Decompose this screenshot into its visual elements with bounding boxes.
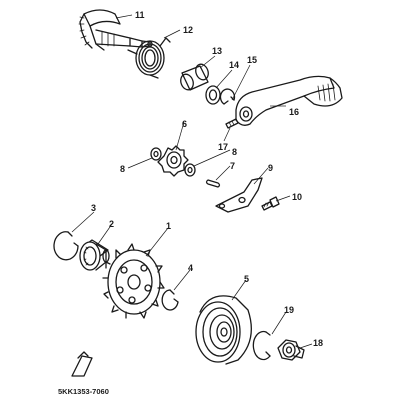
part-5-drum bbox=[195, 295, 252, 365]
part-14-washer bbox=[205, 85, 221, 105]
part-18-nut bbox=[277, 339, 305, 361]
part-9-clip-plate bbox=[215, 177, 263, 213]
callout-leaders bbox=[71, 14, 313, 349]
label-part-1: 1 bbox=[166, 221, 171, 231]
label-part-2: 2 bbox=[109, 219, 114, 229]
part-16-kick-lever bbox=[235, 75, 343, 126]
label-part-15: 15 bbox=[247, 55, 257, 65]
label-part-8-right: 8 bbox=[232, 147, 237, 157]
part-8-washer-left bbox=[150, 147, 162, 161]
label-part-13: 13 bbox=[212, 46, 222, 56]
part-2-bearing bbox=[79, 239, 110, 271]
label-part-5: 5 bbox=[244, 274, 249, 284]
label-part-6: 6 bbox=[182, 119, 187, 129]
part-6-idle-gear bbox=[157, 145, 189, 177]
callout-labels: 11 12 13 14 15 16 17 6 8 8 7 9 10 3 2 1 … bbox=[91, 10, 323, 348]
label-part-4: 4 bbox=[188, 263, 193, 273]
part-13-bushing bbox=[180, 63, 209, 91]
label-part-17: 17 bbox=[218, 142, 228, 152]
label-part-18: 18 bbox=[313, 338, 323, 348]
label-part-19: 19 bbox=[284, 305, 294, 315]
label-part-3: 3 bbox=[91, 203, 96, 213]
part-3-circlip bbox=[53, 231, 79, 261]
label-part-16: 16 bbox=[289, 107, 299, 117]
part-10-screw bbox=[261, 196, 280, 211]
part-15-circlip bbox=[219, 88, 236, 105]
drawing-code: 5KK1353-7060 bbox=[58, 387, 109, 396]
part-12-torsion-spring bbox=[127, 37, 171, 79]
label-part-10: 10 bbox=[292, 192, 302, 202]
label-part-8-left: 8 bbox=[120, 164, 125, 174]
label-part-12: 12 bbox=[183, 25, 193, 35]
label-part-9: 9 bbox=[268, 163, 273, 173]
part-1-sprocket bbox=[102, 243, 165, 319]
part-17-bolt bbox=[225, 118, 239, 129]
part-7-pin bbox=[205, 179, 221, 188]
label-part-7: 7 bbox=[230, 161, 235, 171]
part-8-washer-right bbox=[184, 163, 196, 177]
part-4-circlip bbox=[161, 289, 179, 311]
part-19-circlip bbox=[252, 330, 271, 361]
label-part-14: 14 bbox=[229, 60, 239, 70]
label-part-11: 11 bbox=[135, 10, 145, 20]
arrow-icon bbox=[71, 351, 93, 377]
